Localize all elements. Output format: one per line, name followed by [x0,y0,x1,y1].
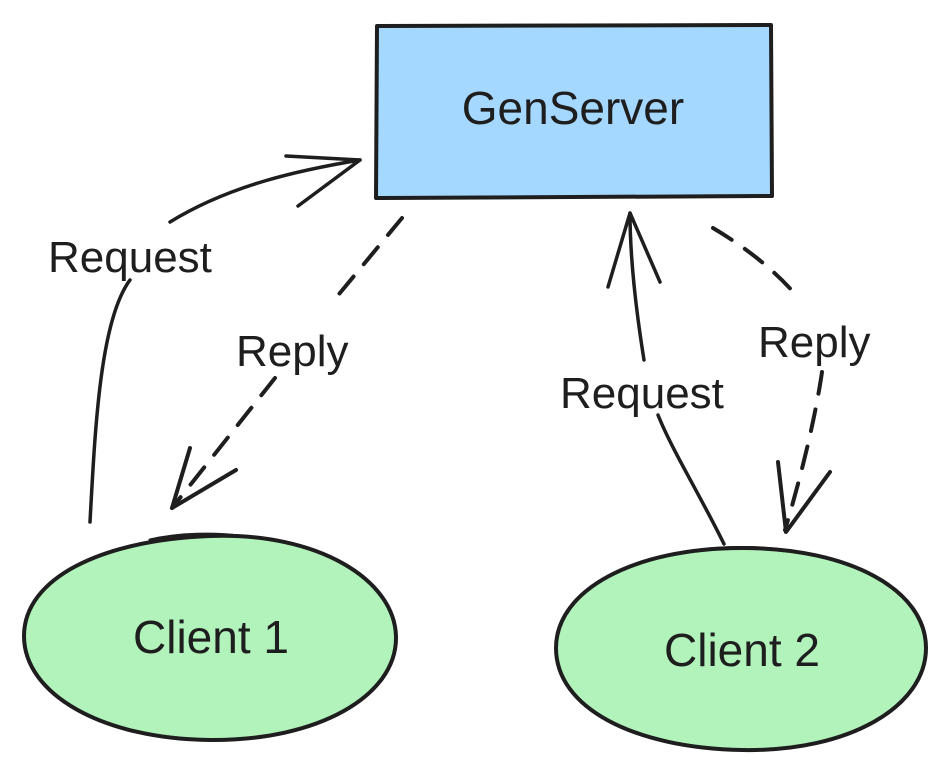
client1-reply-line [170,216,404,510]
client1-reply-label: Reply [236,327,349,376]
client1-node[interactable]: Client 1 [21,532,399,743]
genserver-label: GenServer [462,82,684,134]
client2-request-line [628,211,726,546]
genserver-box [374,23,774,200]
client1-ellipse-overlap [148,532,242,542]
client2-request-arrow [606,211,726,546]
client1-reply-arrowhead [170,446,238,510]
client2-node[interactable]: Client 2 [553,545,929,753]
client2-reply-arrow [711,226,832,534]
client2-reply-arrowhead [776,460,832,534]
client1-label: Client 1 [133,611,289,663]
client1-request-label: Request [48,233,212,282]
client1-request-arrow [88,154,362,524]
client1-request-arrowhead [284,154,362,208]
client2-label: Client 2 [664,624,820,676]
genserver-node[interactable]: GenServer [374,23,774,200]
client2-request-label: Request [560,369,724,418]
client1-ellipse [21,533,399,743]
client2-request-arrowhead [606,211,662,289]
client2-ellipse-overlap [698,546,817,557]
client2-reply-label: Reply [758,318,871,367]
client1-reply-arrow [170,216,404,510]
client2-reply-line [711,226,824,532]
client2-ellipse [553,545,929,753]
client1-request-line [88,158,362,524]
